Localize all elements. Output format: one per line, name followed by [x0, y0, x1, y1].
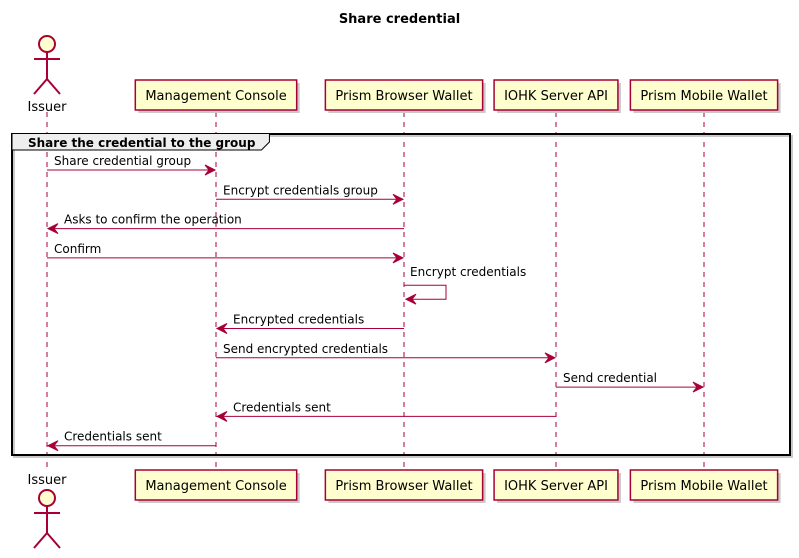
message-arrowhead — [392, 193, 405, 205]
message-arrowhead — [392, 252, 405, 264]
participant-server-bottom: IOHK Server API — [493, 469, 621, 503]
message-label: Asks to confirm the operation — [64, 213, 242, 227]
participant-box — [134, 79, 298, 111]
message-9: Credentials sent — [215, 400, 556, 422]
message-arrowhead — [404, 293, 417, 305]
participant-console-bottom: Management Console — [134, 469, 300, 503]
participant-box — [324, 79, 484, 111]
actor-head — [38, 35, 56, 53]
participant-label: Prism Mobile Wallet — [640, 89, 767, 104]
message-arrowhead — [46, 223, 59, 235]
participant-label: Management Console — [145, 479, 286, 494]
participant-mobile: Prism Mobile Wallet — [629, 79, 781, 113]
participant-box — [493, 469, 619, 501]
message-arrowhead — [544, 352, 557, 364]
participant-box — [134, 469, 298, 501]
participant-label: Prism Browser Wallet — [335, 479, 472, 494]
message-7: Send encrypted credentials — [216, 342, 557, 364]
participant-label: IOHK Server API — [504, 89, 608, 104]
message-arrowhead — [46, 440, 59, 452]
participant-console: Management Console — [134, 79, 300, 113]
participant-label: IOHK Server API — [504, 479, 608, 494]
participant-box — [324, 469, 484, 501]
message-label: Send credential — [563, 371, 657, 385]
fragment-shadow — [13, 135, 793, 458]
fragment-title: Share the credential to the group — [28, 136, 256, 150]
participant-label: Prism Mobile Wallet — [640, 479, 767, 494]
participant-box — [629, 469, 779, 501]
message-6: Encrypted credentials — [215, 313, 404, 334]
actor-head — [38, 489, 56, 507]
participant-browser: Prism Browser Wallet — [324, 79, 486, 113]
participant-browser-bottom: Prism Browser Wallet — [324, 469, 486, 503]
fragment-frame — [11, 133, 791, 456]
message-label: Encrypt credentials group — [223, 183, 378, 197]
message-1: Share credential group — [47, 154, 217, 176]
fragment-tab — [11, 134, 270, 151]
message-label: Send encrypted credentials — [223, 342, 388, 356]
message-label: Encrypt credentials — [410, 265, 526, 279]
actor-leg-left — [33, 532, 48, 549]
message-3: Asks to confirm the operation — [46, 213, 404, 235]
message-label: Confirm — [54, 242, 101, 256]
message-label: Share credential group — [54, 154, 191, 168]
participant-mobile-bottom: Prism Mobile Wallet — [629, 469, 781, 503]
message-label: Encrypted credentials — [233, 313, 364, 327]
message-4: Confirm — [47, 242, 405, 264]
message-2: Encrypt credentials group — [216, 183, 405, 205]
participant-box — [493, 79, 619, 111]
participant-label: Management Console — [145, 89, 286, 104]
diagram-title: Share credential — [339, 12, 460, 27]
participant-label: Prism Browser Wallet — [335, 89, 472, 104]
message-label: Credentials sent — [64, 430, 162, 444]
message-arrowhead — [215, 410, 228, 422]
actor-leg-right — [46, 78, 61, 95]
actor-leg-right — [46, 532, 61, 549]
actor-leg-left — [33, 78, 48, 95]
message-10: Credentials sent — [46, 430, 216, 452]
participant-box — [629, 79, 779, 111]
message-line — [404, 284, 447, 300]
message-5: Encrypt credentials — [404, 265, 526, 305]
message-8: Send credential — [556, 371, 705, 393]
participant-label: Issuer — [28, 473, 68, 488]
message-arrowhead — [692, 381, 705, 393]
participant-label: Issuer — [28, 100, 68, 115]
message-arrowhead — [215, 323, 228, 334]
participant-issuer: Issuer — [28, 35, 68, 115]
message-arrowhead — [204, 164, 217, 176]
participant-server: IOHK Server API — [493, 79, 621, 113]
message-label: Credentials sent — [233, 400, 331, 414]
fragment-loop: Share the credential to the group — [11, 133, 793, 458]
participant-issuer-bottom: Issuer — [28, 473, 68, 549]
